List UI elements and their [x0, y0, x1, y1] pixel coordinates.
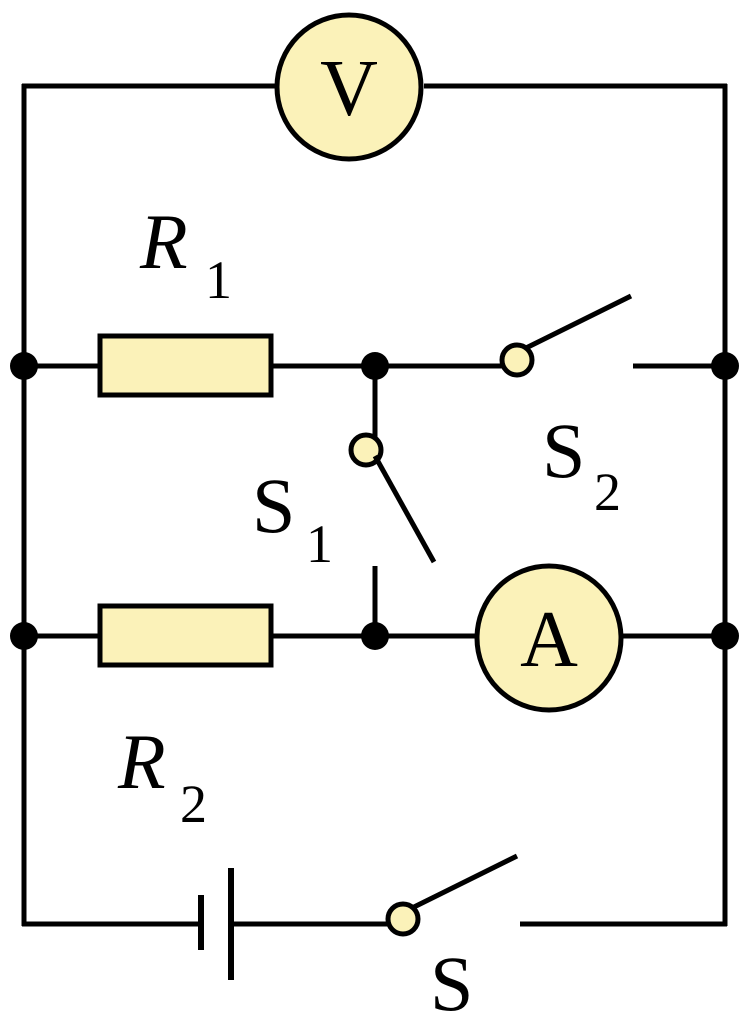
label-s2-letter: S — [542, 407, 585, 494]
switch-s2-blade — [524, 293, 633, 351]
label-s1-letter: S — [252, 462, 295, 549]
label-r1-subscript: 1 — [205, 250, 232, 310]
switch-s1 — [348, 366, 437, 636]
voltmeter-body — [274, 12, 424, 162]
node-upper-left — [10, 352, 38, 380]
node-lower-mid — [361, 622, 389, 650]
lower-branch: A — [24, 563, 725, 713]
switch-s-pivot — [385, 901, 421, 937]
ammeter-body — [474, 563, 624, 713]
label-s: S — [430, 940, 473, 1020]
node-lower-left — [10, 622, 38, 650]
switch-s1-blade — [372, 454, 437, 564]
switch-s — [385, 853, 519, 937]
node-upper-right — [711, 352, 739, 380]
switch-s-blade — [410, 853, 519, 911]
label-r2-letter: R — [117, 718, 166, 805]
label-r1: R 1 — [139, 198, 232, 310]
label-s1: S 1 — [252, 462, 333, 574]
label-s2-subscript: 2 — [594, 462, 621, 522]
voltmeter-symbol: V — [320, 45, 378, 133]
label-s1-subscript: 1 — [306, 514, 333, 574]
junction-nodes — [10, 352, 739, 650]
node-upper-mid — [361, 352, 389, 380]
voltmeter: V — [274, 12, 424, 162]
resistor-r1 — [97, 333, 274, 398]
label-s-letter: S — [430, 940, 473, 1020]
label-r2: R 2 — [117, 718, 207, 834]
switch-s2-pivot — [499, 342, 535, 378]
node-lower-right — [711, 622, 739, 650]
label-s2: S 2 — [542, 407, 621, 522]
battery-icon — [198, 868, 234, 980]
ammeter-symbol: A — [520, 596, 578, 684]
outer-wires — [21, 83, 728, 927]
resistor-r2 — [97, 603, 274, 668]
label-r2-subscript: 2 — [180, 774, 207, 834]
label-r1-letter: R — [139, 198, 188, 285]
